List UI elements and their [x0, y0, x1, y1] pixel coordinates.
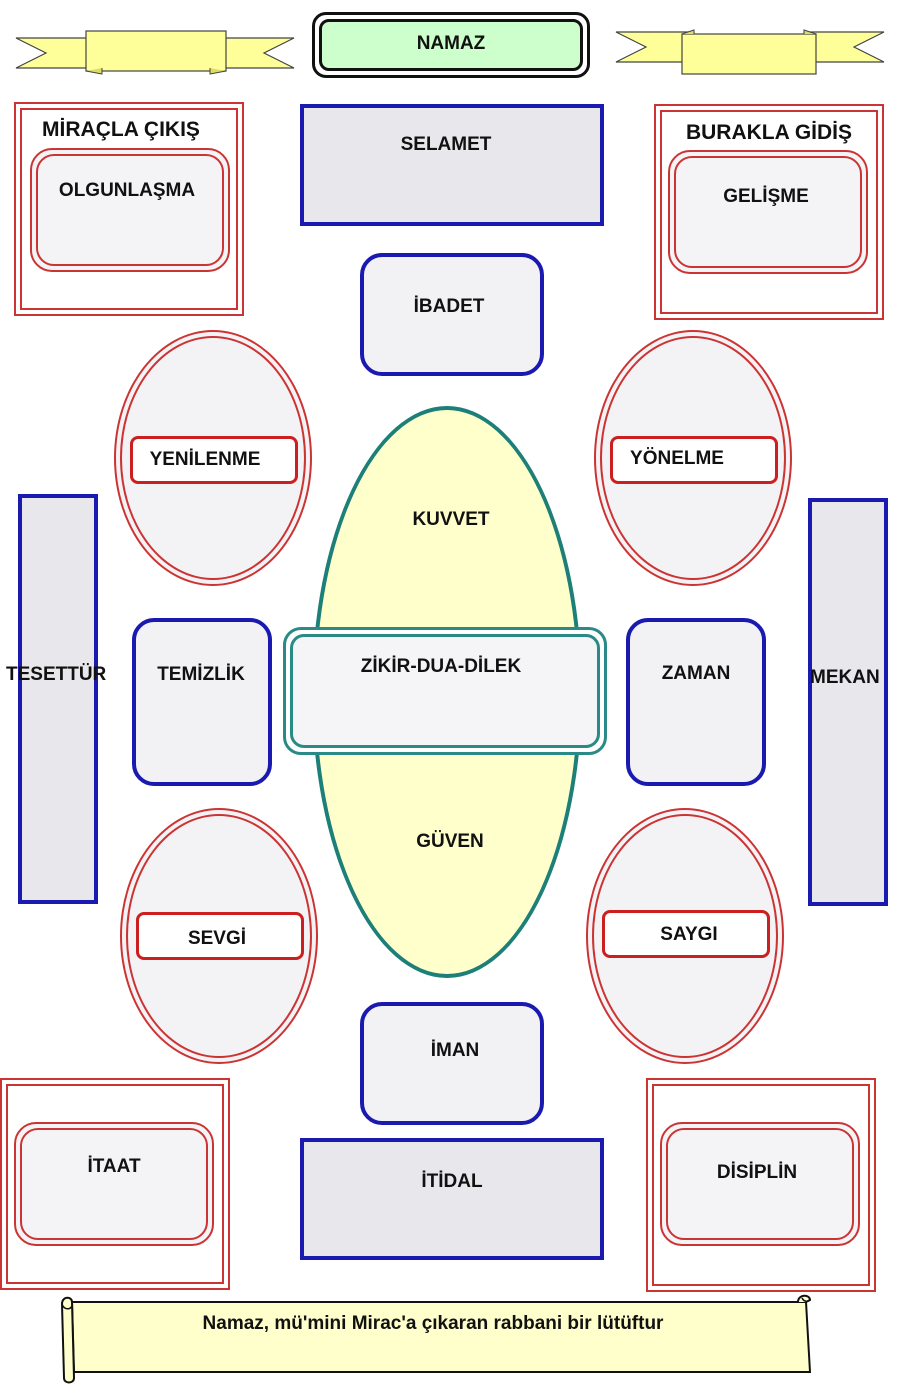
itidal-label: İTİDAL	[421, 1171, 483, 1192]
ibadet-label: İBADET	[413, 296, 485, 317]
pill-label-upper-right: YÖNELME	[630, 448, 724, 469]
selamet-box	[300, 104, 604, 226]
left-side-bar	[18, 494, 98, 904]
pill-label-lower-right: SAYGI	[660, 924, 718, 945]
itidal-box	[300, 1138, 604, 1260]
zaman-box	[626, 618, 766, 786]
zikir-label: ZİKİR-DUA-DİLEK	[360, 656, 522, 677]
pill-lower-right	[602, 910, 770, 958]
guven-label: GÜVEN	[416, 831, 484, 852]
pill-lower-left	[136, 912, 304, 960]
left-ribbon-banner	[15, 30, 295, 75]
title-label: NAMAZ	[416, 33, 486, 54]
right-side-bar	[808, 498, 888, 906]
tesettur-label: TESETTÜR	[6, 664, 107, 685]
zikir-box	[283, 627, 607, 755]
pill-label-upper-left: YENİLENME	[149, 449, 261, 470]
pill-upper-left	[130, 436, 298, 484]
iman-label: İMAN	[430, 1040, 480, 1061]
zaman-label: ZAMAN	[661, 663, 731, 684]
corner-inner-top-left	[30, 148, 230, 272]
temizlik-label: TEMİZLİK	[157, 664, 245, 685]
corner-inner-label-top-right: GELİŞME	[723, 186, 809, 207]
corner-inner-label-bottom-right: DİSİPLİN	[716, 1162, 798, 1183]
corner-inner-bottom-right	[660, 1122, 860, 1246]
corner-heading-top-right: BURAKLA GİDİŞ	[685, 121, 853, 144]
iman-box	[360, 1002, 544, 1125]
kuvvet-label: KUVVET	[412, 509, 490, 530]
pill-label-lower-left: SEVGİ	[187, 928, 247, 949]
selamet-label: SELAMET	[400, 134, 492, 155]
pill-upper-right	[610, 436, 778, 484]
title-box	[312, 12, 590, 78]
footer-scroll	[60, 1294, 812, 1384]
temizlik-box	[132, 618, 272, 786]
ibadet-box	[360, 253, 544, 376]
footer-caption: Namaz, mü'mini Mirac'a çıkaran rabbani b…	[202, 1313, 664, 1334]
corner-inner-top-right	[668, 150, 868, 274]
corner-heading-top-left: MİRAÇLA ÇIKIŞ	[42, 118, 200, 141]
corner-inner-bottom-left	[14, 1122, 214, 1246]
corner-inner-label-top-left: OLGUNLAŞMA	[58, 180, 196, 201]
corner-inner-label-bottom-left: İTAAT	[87, 1156, 141, 1177]
mekan-label: MEKAN	[810, 667, 880, 688]
right-ribbon-banner	[615, 29, 885, 75]
